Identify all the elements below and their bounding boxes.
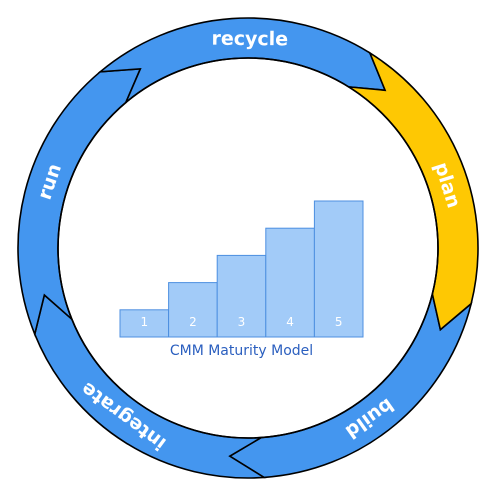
maturity-bars: 1 2 3 4 5 [119, 200, 364, 338]
cycle-ring [17, 17, 479, 479]
maturity-level-bar [216, 254, 267, 338]
chart-caption: CMM Maturity Model [170, 343, 313, 359]
maturity-level-number: 2 [189, 315, 197, 329]
maturity-level-number: 5 [335, 315, 343, 329]
cycle-label-recycle: recycle [211, 28, 288, 51]
ring-inner-edge [57, 57, 439, 439]
maturity-level-number: 3 [238, 315, 246, 329]
maturity-level-number: 1 [140, 315, 148, 329]
maturity-level-bar [119, 309, 170, 338]
maturity-level-bar [168, 282, 218, 338]
maturity-level-bar [265, 227, 315, 338]
cycle-segment-run [17, 67, 142, 337]
maturity-level-number: 4 [286, 315, 294, 329]
maturity-level-bar [313, 200, 364, 338]
maturity-chart: 1 2 3 4 5 CMM Maturity Model [119, 200, 364, 359]
